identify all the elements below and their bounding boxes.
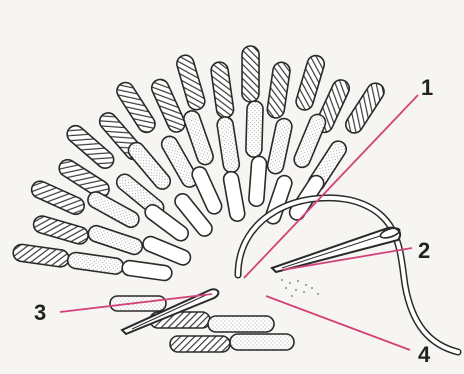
stitch xyxy=(121,260,173,282)
needle-icon xyxy=(272,226,401,272)
stitch xyxy=(230,334,294,350)
stitch xyxy=(208,316,274,332)
stitch xyxy=(12,243,70,268)
stitch xyxy=(266,61,291,119)
fabric-shading xyxy=(281,279,319,297)
stitch xyxy=(266,117,293,175)
stitch xyxy=(175,53,207,112)
stitch xyxy=(216,116,240,174)
stitch xyxy=(294,54,326,113)
callout-label-2: 2 xyxy=(418,238,430,263)
stitch xyxy=(246,101,264,157)
callout-label-1: 1 xyxy=(421,75,433,100)
stitch xyxy=(32,214,91,246)
stitch xyxy=(242,46,259,102)
stitch xyxy=(210,61,235,119)
stitch xyxy=(170,336,230,352)
callout-label-4: 4 xyxy=(418,342,431,367)
stitch xyxy=(248,156,267,207)
callout-label-3: 3 xyxy=(34,300,46,325)
stitch xyxy=(222,170,246,222)
stitch xyxy=(67,251,125,275)
stitch xyxy=(86,224,144,257)
